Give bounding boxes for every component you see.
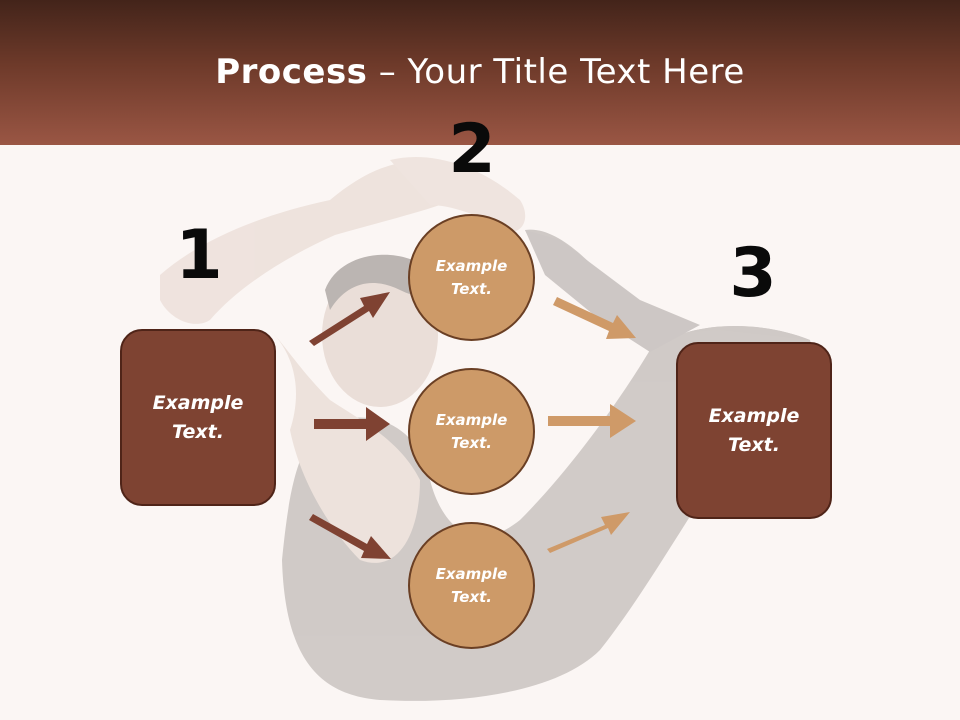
step-circle-top[interactable]: Example Text.: [408, 214, 535, 341]
step-number-3: 3: [729, 234, 777, 313]
title-bold: Process: [215, 52, 368, 92]
step-box-1[interactable]: Example Text.: [120, 329, 276, 506]
slide-title: Process – Your Title Text Here: [0, 52, 960, 92]
title-bar: [0, 0, 960, 145]
step-circle-middle[interactable]: Example Text.: [408, 368, 535, 495]
step-box-3[interactable]: Example Text.: [676, 342, 832, 519]
title-rest: – Your Title Text Here: [367, 52, 745, 92]
step-circle-bottom[interactable]: Example Text.: [408, 522, 535, 649]
step-number-2: 2: [448, 110, 496, 189]
step-number-1: 1: [175, 216, 223, 295]
